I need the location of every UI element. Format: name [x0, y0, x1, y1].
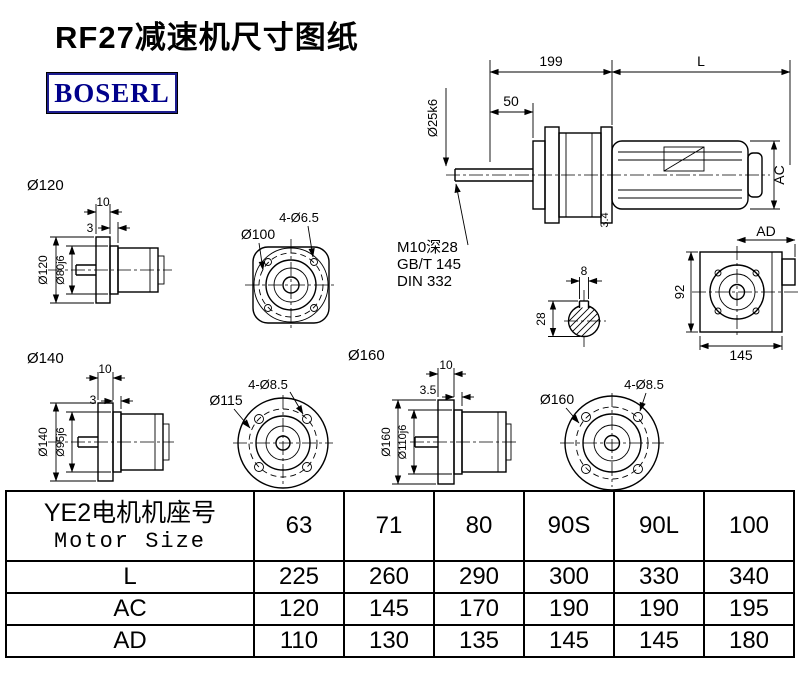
cell-L-71: 260 — [343, 560, 435, 594]
size-col-90l: 90L — [613, 490, 705, 562]
flange-160-side-view: Ø160 10 3.5 Ø160 Ø110j6 — [348, 347, 518, 485]
cell-AC-63: 120 — [253, 592, 345, 626]
table-row-L: L 225 260 290 300 330 340 — [5, 560, 795, 594]
dim-10-label: 10 — [98, 362, 112, 376]
dim-92-label: 92 — [672, 285, 687, 299]
dim-3-4-label: 3.4 — [599, 212, 611, 227]
cell-AD-71: 130 — [343, 624, 435, 658]
dim-od120-label: Ø120 — [36, 255, 50, 285]
size-col-100: 100 — [703, 490, 795, 562]
holes-8-5-label: 4-Ø8.5 — [624, 377, 664, 392]
header-en: Motor Size — [53, 529, 207, 554]
bc-115-label: Ø115 — [209, 392, 242, 408]
dim-shaft-label: Ø25k6 — [425, 99, 440, 137]
bc-160-label: Ø160 — [540, 391, 574, 407]
section-140-label: Ø140 — [27, 350, 64, 367]
cell-AD-100: 180 — [703, 624, 795, 658]
dim-28-label: 28 — [534, 312, 548, 326]
size-col-80: 80 — [433, 490, 525, 562]
dim-3-label: 3 — [87, 221, 94, 235]
holes-8-5-label: 4-Ø8.5 — [248, 377, 288, 392]
cell-L-100: 340 — [703, 560, 795, 594]
table-row-AC: AC 120 145 170 190 190 195 — [5, 592, 795, 626]
dim-199-label: 199 — [539, 53, 563, 69]
table-row-AD: AD 110 130 135 145 145 180 — [5, 624, 795, 658]
dimension-table: YE2电机机座号 Motor Size 63 71 80 90S 90L 100… — [5, 490, 795, 658]
size-col-71: 71 — [343, 490, 435, 562]
row-label-L: L — [5, 560, 255, 594]
cell-AD-90s: 145 — [523, 624, 615, 658]
drawing-canvas: 199 L 50 Ø25k6 AC 3.4 M10深28 GB/T 145 DI… — [27, 53, 798, 491]
dim-AC-label: AC — [771, 165, 787, 184]
flange-140-side-view: Ø140 10 3 Ø140 Ø95j6 — [27, 350, 174, 482]
header-cn: YE2电机机座号 — [43, 499, 217, 527]
cell-L-90l: 330 — [613, 560, 705, 594]
dim-od160-label: Ø160 — [379, 427, 393, 457]
section-120-label: Ø120 — [27, 177, 64, 194]
main-assembly-drawing: 199 L 50 Ø25k6 AC 3.4 M10深28 GB/T 145 DI… — [397, 53, 791, 290]
cell-L-80: 290 — [433, 560, 525, 594]
flange-120-side-view: Ø120 10 3 Ø120 Ø80j6 — [27, 177, 172, 304]
dim-50-label: 50 — [503, 93, 519, 109]
cell-AC-71: 145 — [343, 592, 435, 626]
bolt-circle-100-view: 4-Ø6.5 Ø100 — [241, 210, 337, 331]
note-thread: M10深28 — [397, 239, 458, 256]
cell-AC-100: 195 — [703, 592, 795, 626]
cell-L-63: 225 — [253, 560, 345, 594]
dim-od140-label: Ø140 — [36, 427, 50, 457]
boserl-logo: BOSERL — [46, 72, 178, 114]
dim-3-label: 3 — [90, 393, 97, 407]
shaft-key-section: 8 28 — [534, 264, 606, 347]
cell-AC-90l: 190 — [613, 592, 705, 626]
dim-145-label: 145 — [729, 347, 753, 363]
size-col-90s: 90S — [523, 490, 615, 562]
row-label-AC: AC — [5, 592, 255, 626]
bc-100-label: Ø100 — [241, 226, 275, 242]
size-col-63: 63 — [253, 490, 345, 562]
cell-L-90s: 300 — [523, 560, 615, 594]
dim-3-5-label: 3.5 — [420, 383, 437, 397]
section-160-label: Ø160 — [348, 347, 385, 364]
bolt-circle-115-view: 4-Ø8.5 Ø115 — [209, 377, 333, 489]
holes-6-5-label: 4-Ø6.5 — [279, 210, 319, 225]
ad-rear-view: AD 92 145 — [672, 223, 798, 363]
dim-8-label: 8 — [581, 264, 588, 278]
bolt-circle-160-view: Ø160 4-Ø8.5 — [540, 377, 664, 491]
cell-AD-63: 110 — [253, 624, 345, 658]
dim-spigot95-label: Ø95j6 — [55, 427, 67, 456]
cell-AD-90l: 145 — [613, 624, 705, 658]
dim-10-label: 10 — [439, 358, 453, 372]
cell-AC-90s: 190 — [523, 592, 615, 626]
dim-AD-label: AD — [756, 223, 775, 239]
row-label-AD: AD — [5, 624, 255, 658]
boserl-logo-text: BOSERL — [54, 77, 170, 108]
dim-spigot110-label: Ø110j6 — [397, 425, 409, 460]
dim-spigot80-label: Ø80j6 — [55, 255, 67, 284]
dim-10-label: 10 — [96, 195, 110, 209]
page-title: RF27减速机尺寸图纸 — [55, 20, 359, 55]
cell-AD-80: 135 — [433, 624, 525, 658]
motor-size-header-cell: YE2电机机座号 Motor Size — [5, 490, 255, 562]
note-gbt: GB/T 145 — [397, 256, 461, 273]
dim-L-label: L — [697, 53, 705, 69]
note-din: DIN 332 — [397, 273, 452, 290]
cell-AC-80: 170 — [433, 592, 525, 626]
table-header-row: YE2电机机座号 Motor Size 63 71 80 90S 90L 100 — [5, 490, 795, 562]
